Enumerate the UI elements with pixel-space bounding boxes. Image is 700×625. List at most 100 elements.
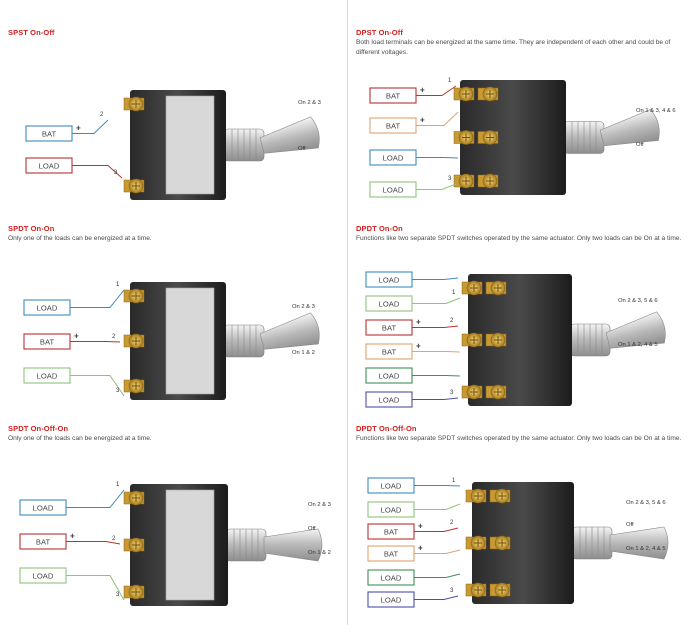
terminal-label-load: LOAD — [367, 501, 415, 518]
terminal-label-text: BAT — [42, 130, 57, 139]
terminal-label-load: LOAD — [23, 367, 71, 384]
terminal-label-bat: BAT — [369, 117, 417, 134]
terminal-label-text: LOAD — [379, 300, 400, 309]
switch-body — [472, 482, 574, 604]
wire — [72, 119, 109, 134]
wire — [414, 503, 461, 510]
terminal-number: 3 — [116, 388, 120, 394]
polarity-marker: + — [74, 332, 79, 341]
polarity-marker: + — [420, 86, 425, 95]
panel-title: DPDT On-Off-On — [356, 424, 417, 433]
polarity-marker: + — [70, 532, 75, 541]
switch-position-label: On 2 & 3 — [298, 100, 321, 106]
toggle-lever — [259, 312, 320, 350]
terminal-number: 3 — [450, 390, 454, 396]
switch-position-label: On 1 & 2, 4 & 5 — [618, 342, 658, 348]
polarity-marker: + — [416, 318, 421, 327]
mounting-plate — [165, 287, 215, 395]
terminal-label-bat: BAT — [367, 545, 415, 562]
wire — [416, 157, 459, 159]
terminal-label-text: LOAD — [39, 162, 60, 171]
terminal-label-text: LOAD — [37, 304, 58, 313]
toggle-lever — [259, 116, 320, 154]
polarity-marker: + — [416, 342, 421, 351]
terminal-label-text: BAT — [384, 550, 399, 559]
terminal-label-load: LOAD — [367, 591, 415, 608]
terminal-number: 3 — [116, 592, 120, 598]
wire — [412, 325, 459, 328]
wire — [66, 489, 125, 508]
wire — [414, 573, 461, 578]
terminal-number: 1 — [448, 78, 452, 84]
terminal-label-text: LOAD — [383, 154, 404, 163]
switch-position-label: On 2 & 3, 5 & 6 — [618, 298, 658, 304]
wire — [414, 527, 459, 532]
terminal-label-load: LOAD — [369, 181, 417, 198]
terminal-label-bat: BAT — [367, 523, 415, 540]
terminal-label-text: BAT — [382, 348, 397, 357]
switch-position-label: Off — [298, 146, 306, 152]
terminal-label-load: LOAD — [369, 149, 417, 166]
wire — [412, 397, 459, 400]
switch-body — [460, 80, 566, 195]
terminal-label-text: BAT — [40, 338, 55, 347]
panel-title: SPDT On-On — [8, 224, 55, 233]
terminal-label-text: BAT — [36, 538, 51, 547]
wire — [66, 541, 121, 545]
switch-position-label: On 1 & 2 — [292, 350, 315, 356]
terminal-number: 2 — [100, 112, 104, 118]
wire — [416, 85, 457, 96]
panel-description: Functions like two separate SPDT switche… — [356, 235, 682, 242]
terminal-label-bat: BAT — [365, 319, 413, 336]
switch-position-label: On 1 & 3, 4 & 6 — [636, 108, 676, 114]
terminal-label-text: LOAD — [379, 372, 400, 381]
terminal-label-text: LOAD — [383, 186, 404, 195]
terminal-number: 2 — [112, 334, 116, 340]
terminal-number: 3 — [450, 588, 454, 594]
terminal-label-bat: BAT — [23, 333, 71, 350]
terminal-label-load: LOAD — [365, 391, 413, 408]
toggle-lever — [609, 526, 669, 560]
wire — [414, 485, 461, 487]
terminal-label-text: LOAD — [33, 504, 54, 513]
wire — [416, 183, 457, 190]
wire — [72, 165, 123, 179]
switch-position-label: On 1 & 2, 4 & 5 — [626, 546, 666, 552]
switch-position-label: On 2 & 3, 5 & 6 — [626, 500, 666, 506]
mounting-plate — [165, 95, 215, 195]
panel-description: Functions like two separate SPDT switche… — [356, 435, 682, 442]
mounting-plate — [165, 489, 215, 601]
wire — [70, 341, 121, 343]
panel-title: DPST On-Off — [356, 28, 403, 37]
switch-position-label: Off — [626, 522, 634, 528]
terminal-label-load: LOAD — [23, 299, 71, 316]
switch-position-label: On 1 & 2 — [308, 550, 331, 556]
terminal-label-text: LOAD — [379, 276, 400, 285]
terminal-label-bat: BAT — [19, 533, 67, 550]
wire — [412, 297, 461, 304]
switch-position-label: On 2 & 3 — [308, 502, 331, 508]
polarity-marker: + — [418, 544, 423, 553]
terminal-label-load: LOAD — [365, 367, 413, 384]
terminal-number: 2 — [112, 536, 116, 542]
terminal-number: 1 — [452, 478, 456, 484]
terminal-label-text: LOAD — [381, 506, 402, 515]
panel-description: Both load terminals can be energized at … — [356, 39, 671, 56]
terminal-number: 3 — [114, 170, 118, 176]
terminal-label-text: LOAD — [379, 396, 400, 405]
toggle-lever — [263, 528, 323, 562]
panel-description: Only one of the loads can be energized a… — [8, 435, 152, 442]
terminal-label-load: LOAD — [365, 295, 413, 312]
terminal-label-text: BAT — [386, 92, 401, 101]
terminal-number: 2 — [450, 318, 454, 324]
wire — [416, 111, 459, 126]
switch-position-label: On 2 & 3 — [292, 304, 315, 310]
